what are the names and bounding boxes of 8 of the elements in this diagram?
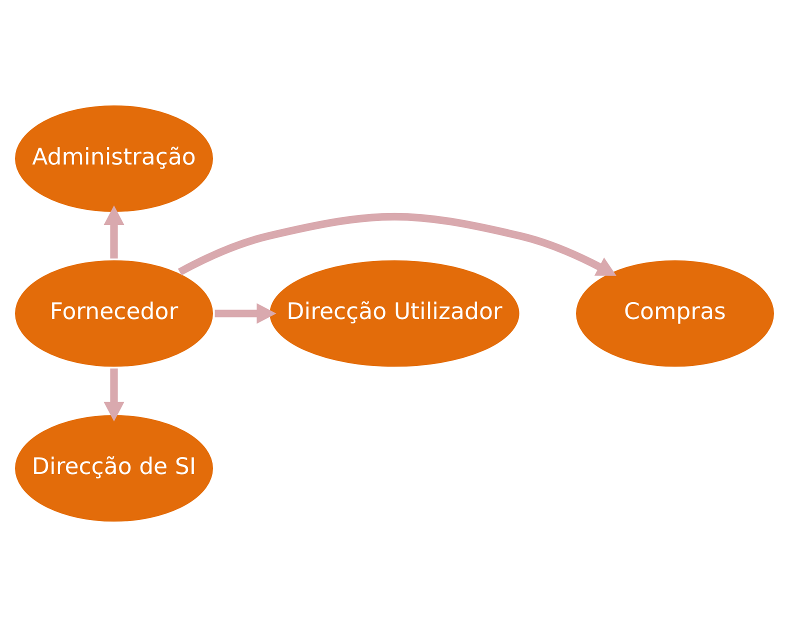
arrow [104, 205, 124, 258]
node-ellipse: Fornecedor [12, 258, 216, 370]
arrow [104, 368, 124, 422]
arrow [178, 212, 616, 276]
arrow [214, 303, 276, 324]
node-ellipse: Administração [12, 102, 216, 214]
node-ellipse: Direcção Utilizador [267, 258, 522, 370]
node-ellipse: Direcção de SI [12, 412, 216, 524]
